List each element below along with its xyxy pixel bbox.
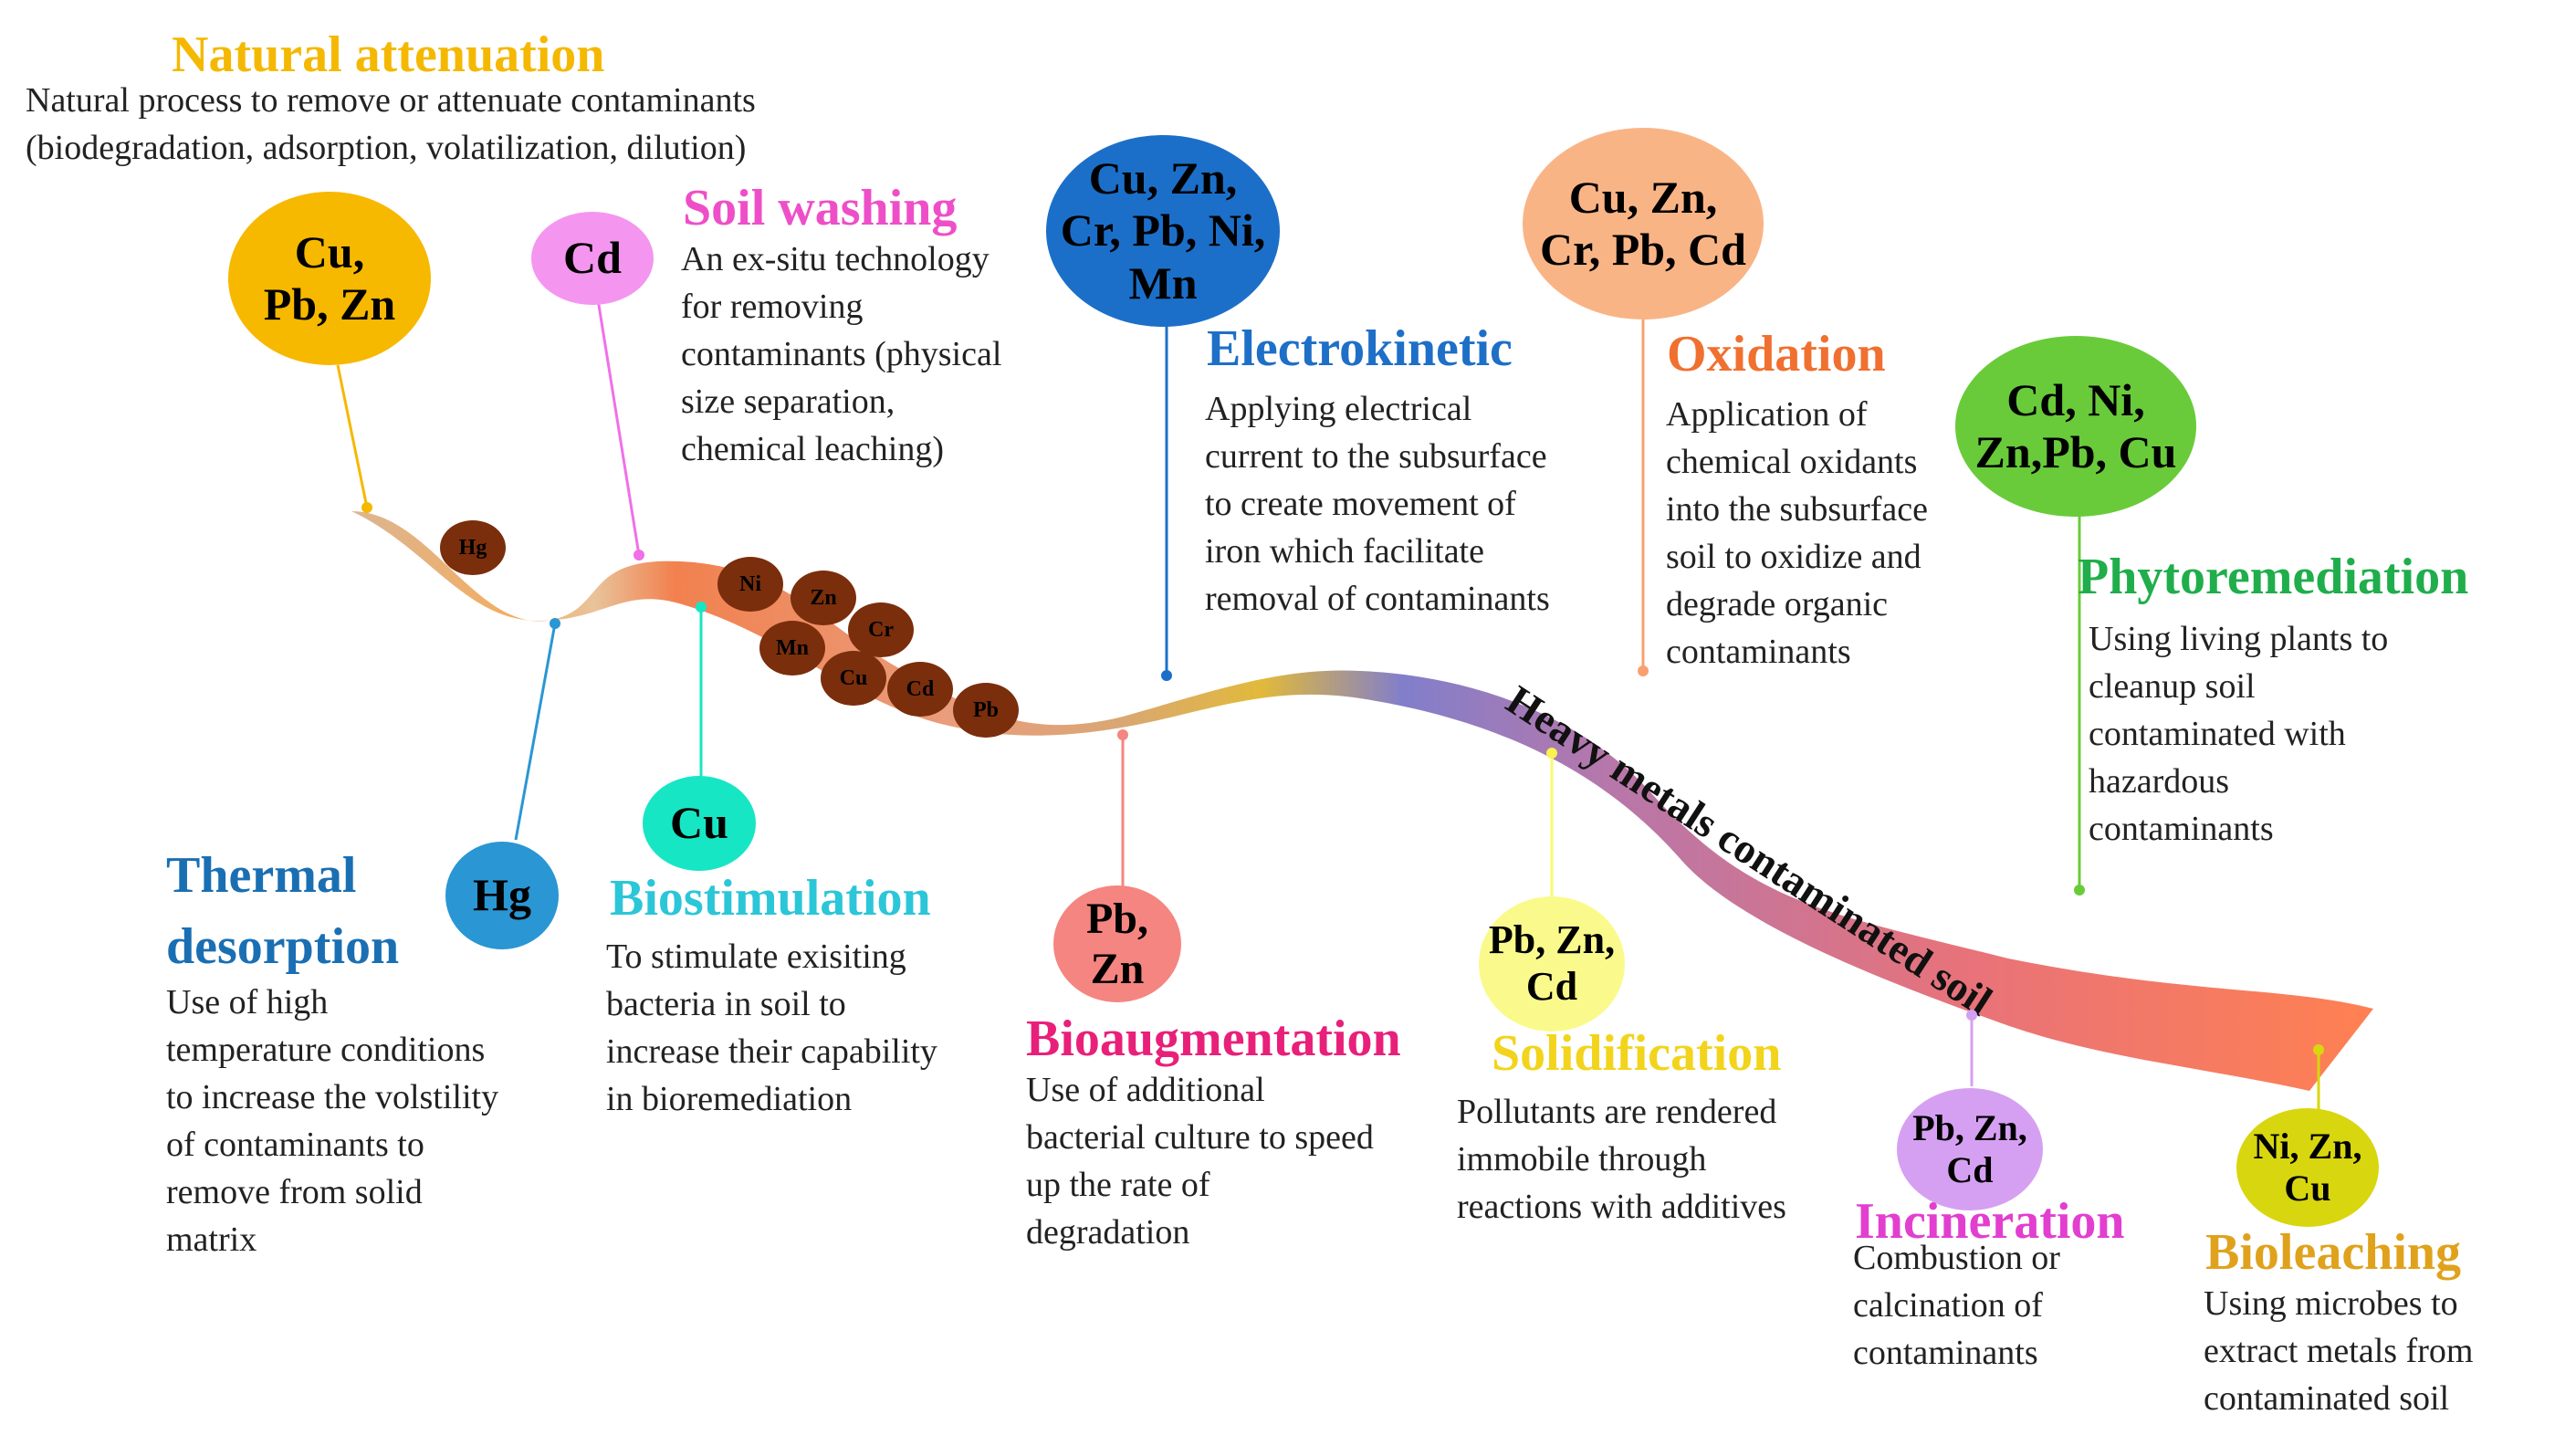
ribbon-metal-dot-cr: Cr bbox=[848, 602, 914, 657]
incineration-description: Combustion or calcination of contaminant… bbox=[1853, 1239, 2060, 1372]
electrokinetic-description: Applying electrical current to the subsu… bbox=[1205, 390, 1550, 618]
bioaugmentation-description: Use of additional bacterial culture to s… bbox=[1026, 1071, 1374, 1252]
ribbon-metal-dot-ni: Ni bbox=[717, 557, 783, 612]
thermal-desorption-metals-circle: Hg bbox=[445, 842, 559, 949]
biostimulation-title: Biostimulation bbox=[610, 870, 931, 927]
ribbon-metal-dot-cu: Cu bbox=[821, 651, 886, 706]
ribbon-metal-dot-pb: Pb bbox=[953, 683, 1019, 738]
soil-washing-description: An ex-situ technology for removing conta… bbox=[681, 240, 1002, 468]
ribbon-metal-dot-hg: Hg bbox=[440, 520, 506, 575]
biostimulation-description: To stimulate exisiting bacteria in soil … bbox=[606, 937, 937, 1118]
phytoremediation-metals-circle: Cd, Ni, Zn,Pb, Cu bbox=[1955, 336, 2196, 517]
natural-attenuation-title: Natural attenuation bbox=[172, 26, 605, 83]
soil-washing-title: Soil washing bbox=[683, 180, 958, 236]
incineration-title: Incineration bbox=[1855, 1193, 2125, 1250]
oxidation-metals-circle: Cu, Zn, Cr, Pb, Cd bbox=[1523, 128, 1764, 319]
thermal-desorption-description: Use of high temperature conditions to in… bbox=[166, 983, 499, 1259]
natural-attenuation-metals-circle: Cu, Pb, Zn bbox=[228, 192, 431, 365]
biostimulation-metals-circle: Cu bbox=[643, 776, 756, 871]
solidification-metals-circle: Pb, Zn, Cd bbox=[1479, 896, 1625, 1032]
ribbon-metal-dot-cd: Cd bbox=[887, 662, 953, 717]
phytoremediation-title: Phytoremediation bbox=[2078, 549, 2469, 605]
solidification-title: Solidification bbox=[1492, 1025, 1782, 1082]
ribbon-metal-dot-zn: Zn bbox=[791, 571, 856, 625]
ribbon-metal-dot-mn: Mn bbox=[759, 621, 825, 676]
oxidation-description: Application of chemical oxidants into th… bbox=[1666, 395, 1929, 671]
electrokinetic-metals-circle: Cu, Zn, Cr, Pb, Ni, Mn bbox=[1046, 135, 1280, 327]
bioaugmentation-title: Bioaugmentation bbox=[1026, 1011, 1401, 1067]
bioleaching-description: Using microbes to extract metals from co… bbox=[2204, 1284, 2474, 1418]
solidification-description: Pollutants are rendered immobile through… bbox=[1457, 1093, 1786, 1226]
electrokinetic-title: Electrokinetic bbox=[1207, 320, 1513, 377]
natural-attenuation-description: Natural process to remove or attenuate c… bbox=[26, 81, 756, 167]
oxidation-title: Oxidation bbox=[1667, 326, 1886, 382]
phytoremediation-description: Using living plants to cleanup soil cont… bbox=[2089, 620, 2389, 848]
soil-washing-metals-circle: Cd bbox=[531, 212, 654, 305]
bioleaching-title: Bioleaching bbox=[2205, 1224, 2462, 1281]
bioaugmentation-metals-circle: Pb, Zn bbox=[1053, 885, 1181, 1002]
incineration-metals-circle: Pb, Zn, Cd bbox=[1897, 1088, 2043, 1210]
bioleaching-metals-circle: Ni, Zn, Cu bbox=[2236, 1108, 2379, 1227]
thermal-desorption-title: Thermal desorption bbox=[166, 847, 400, 975]
